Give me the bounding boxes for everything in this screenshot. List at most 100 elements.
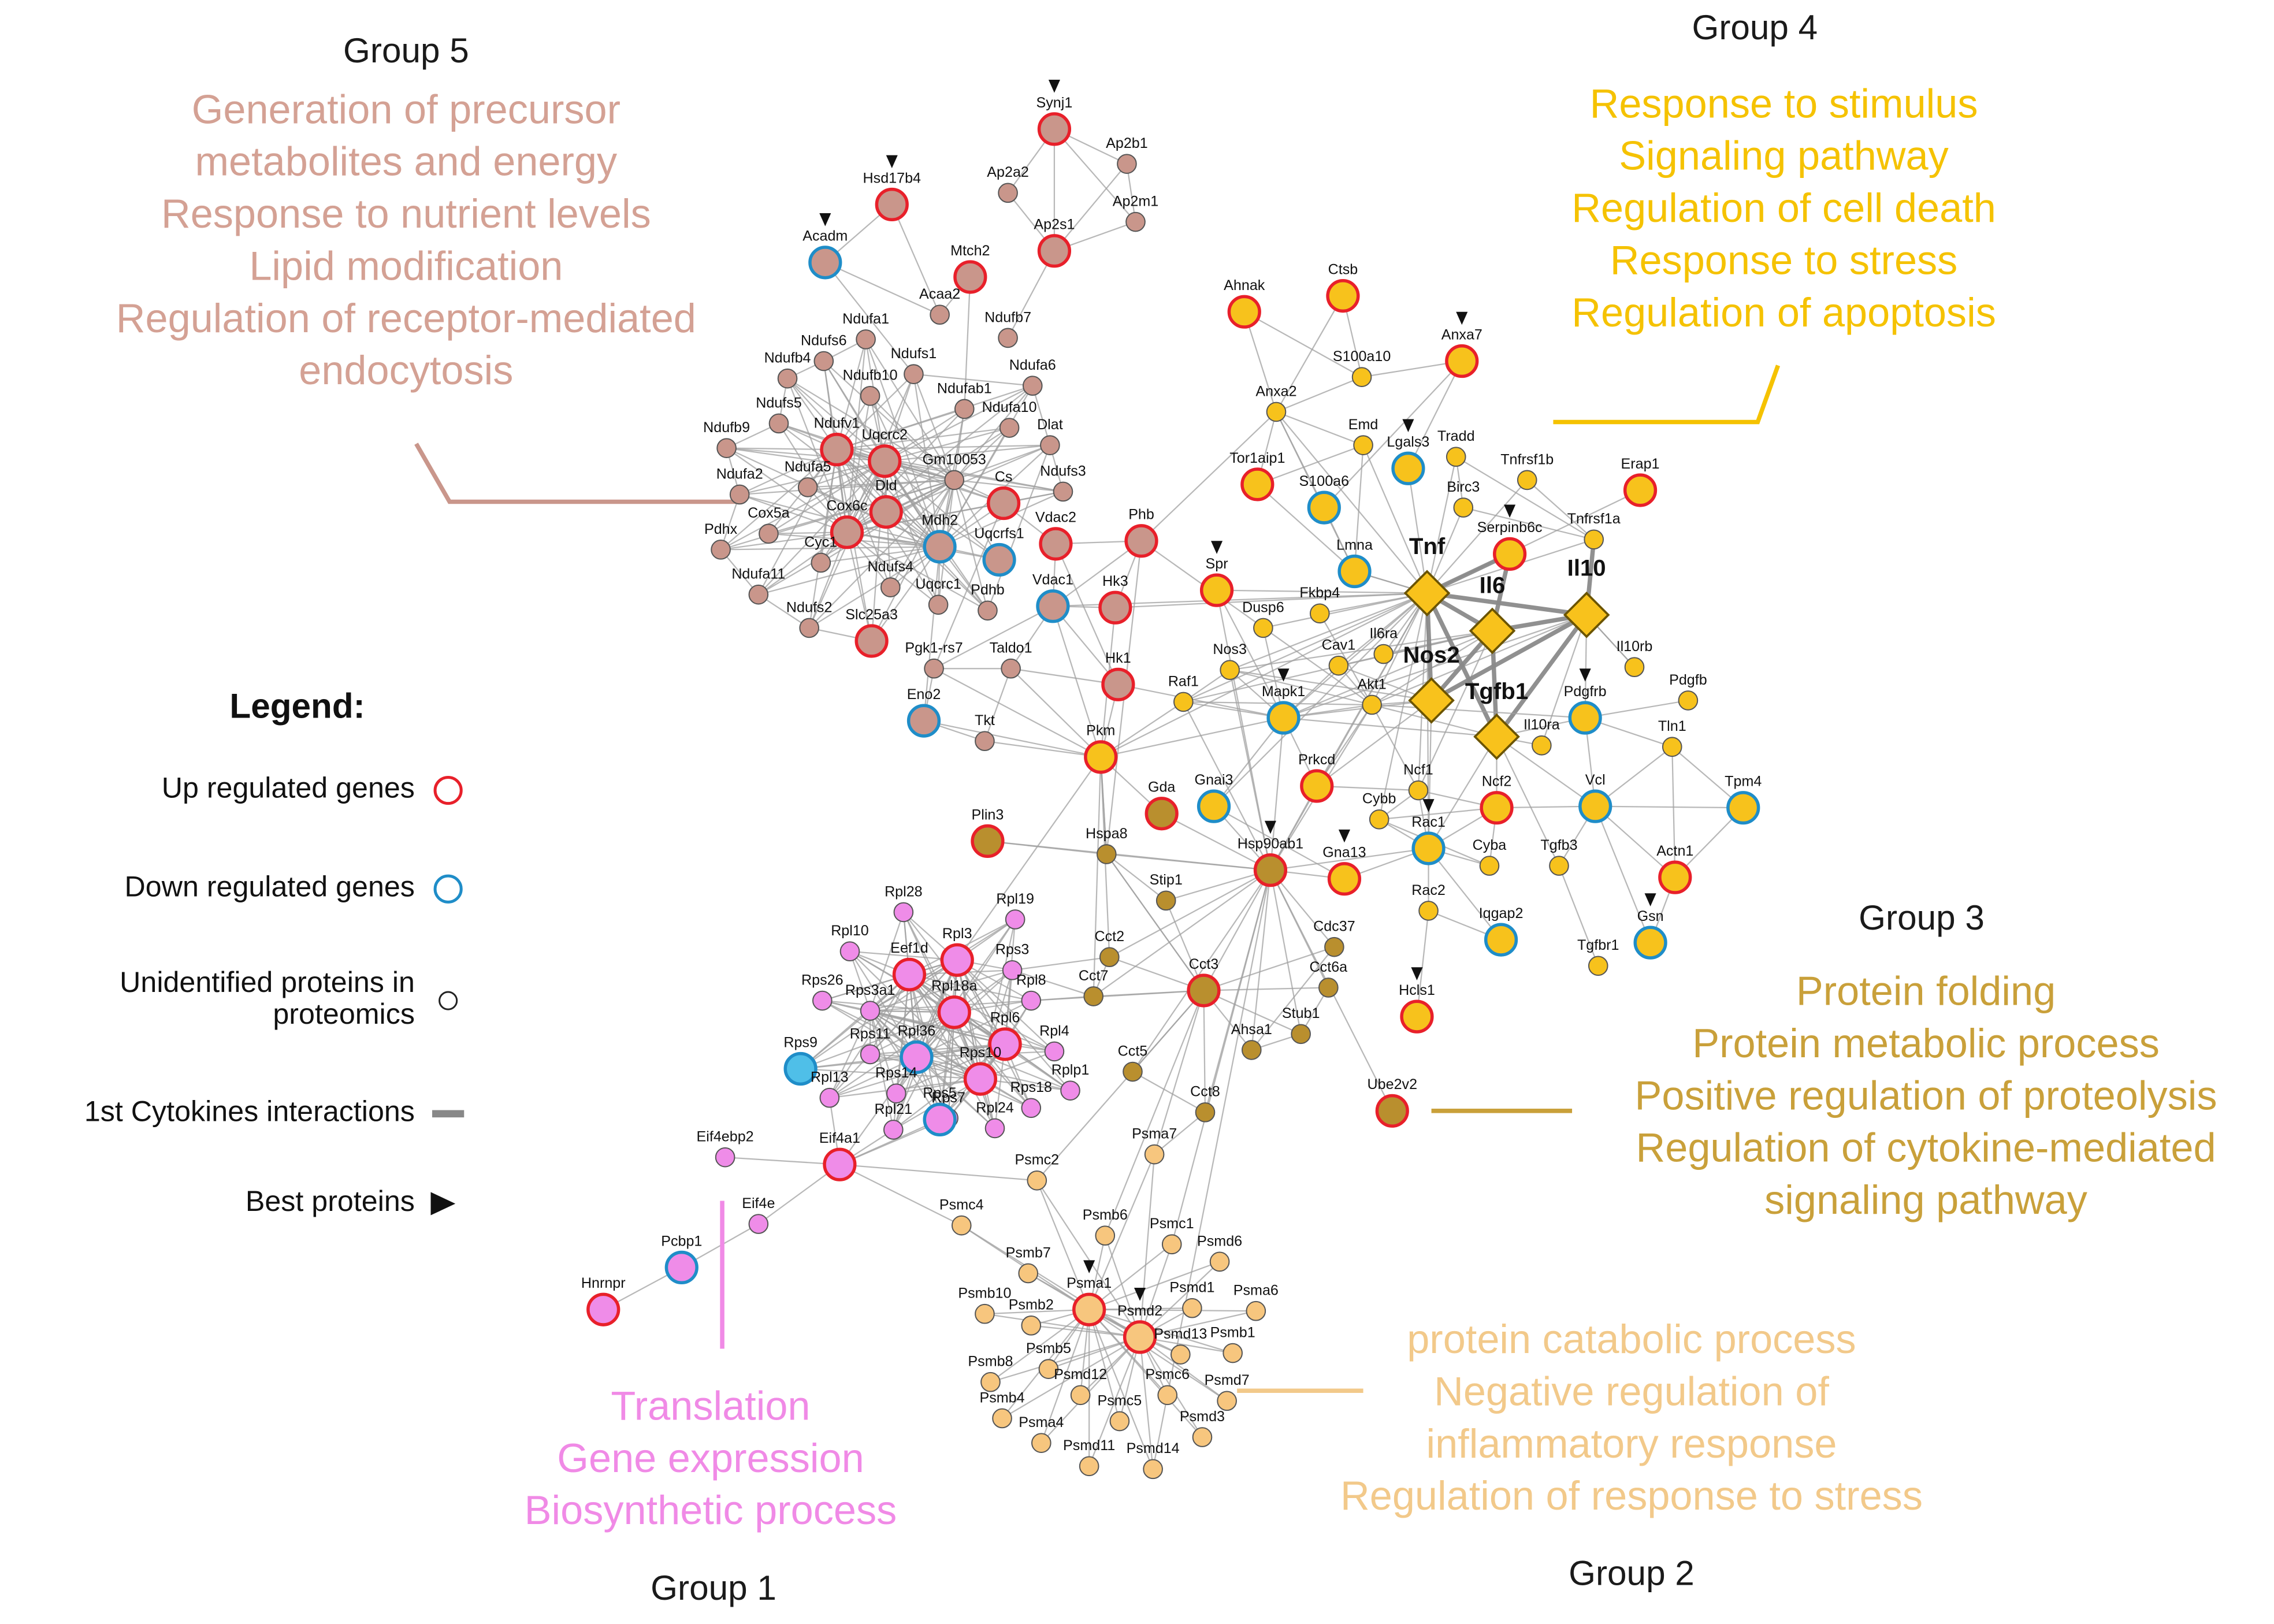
node-cyba: Cyba xyxy=(1473,837,1506,876)
interaction-edge xyxy=(934,668,1101,758)
node-circle xyxy=(1123,1061,1143,1082)
group-3-title: Group 3 xyxy=(1859,899,1985,939)
cytokine-diamond xyxy=(1408,677,1455,724)
interaction-edge xyxy=(820,460,886,563)
node-label: Psmc6 xyxy=(1145,1366,1190,1383)
node-label: Pdhx xyxy=(704,521,738,537)
node-psmc2: Psmc2 xyxy=(1015,1152,1059,1191)
node-circle xyxy=(1037,112,1072,146)
interaction-edge xyxy=(954,444,1050,481)
node-il6: Il6 xyxy=(1469,573,1516,655)
node-ahsa1: Ahsa1 xyxy=(1231,1021,1272,1060)
interaction-edge xyxy=(902,912,1006,1045)
interaction-edge xyxy=(1428,848,1502,941)
interaction-edge xyxy=(1216,590,1272,871)
interaction-edge xyxy=(849,951,871,1011)
group-2-term: Negative regulation of xyxy=(1434,1369,1829,1414)
node-actn1: Actn1 xyxy=(1656,843,1693,894)
interaction-edge xyxy=(1203,990,1302,1035)
node-dusp6: Dusp6 xyxy=(1242,599,1284,638)
node-label: Stub1 xyxy=(1282,1005,1320,1021)
node-label: Pcbp1 xyxy=(661,1233,702,1249)
node-eif4ebp2: Eif4ebp2 xyxy=(697,1129,754,1168)
interaction-edge xyxy=(768,460,885,534)
node-synj1: Synj1 xyxy=(1036,80,1072,146)
interaction-edge xyxy=(1132,1071,1206,1113)
legend-up-regulated: Up regulated genes xyxy=(162,773,415,805)
interaction-edge xyxy=(984,740,1101,758)
node-rpl24: Rpl24 xyxy=(976,1099,1014,1139)
node-stub1: Stub1 xyxy=(1282,1005,1320,1045)
node-ndufb7: Ndufb7 xyxy=(984,309,1031,348)
interaction-edge xyxy=(1093,757,1102,997)
node-tgfb1: Tgfb1 xyxy=(1465,678,1528,760)
node-circle xyxy=(1037,234,1072,268)
node-tln1: Tln1 xyxy=(1658,718,1686,757)
legend-down-regulated: Down regulated genes xyxy=(125,872,415,904)
interaction-edge xyxy=(1104,1235,1141,1337)
node-s100a6: S100a6 xyxy=(1299,473,1349,525)
interaction-edge xyxy=(923,720,1101,758)
node-gna13: Gna13 xyxy=(1322,829,1366,896)
node-label: Hsp90ab1 xyxy=(1238,835,1303,852)
node-pdgfrb: Pdgfrb xyxy=(1564,668,1607,735)
node-circle xyxy=(1266,402,1287,422)
group-4-title: Group 4 xyxy=(1692,9,1818,48)
node-gm10053: Gm10053 xyxy=(923,451,986,490)
interaction-edge xyxy=(953,480,989,611)
best-protein-marker xyxy=(1644,893,1656,906)
node-circle xyxy=(856,329,876,350)
group-3-term: Protein metabolic process xyxy=(1692,1021,2160,1066)
interaction-edge xyxy=(839,1164,1037,1181)
interaction-edge xyxy=(1088,1309,1203,1438)
node-circle xyxy=(978,600,998,621)
interaction-edge xyxy=(1283,592,1428,719)
interaction-edge xyxy=(739,493,848,533)
node-label: Cct8 xyxy=(1190,1084,1220,1100)
node-ndufb10: Ndufb10 xyxy=(843,367,898,406)
node-psmb5: Psmb5 xyxy=(1026,1340,1071,1379)
interaction-edge xyxy=(1283,614,1587,719)
interaction-edge xyxy=(1585,700,1689,719)
interaction-edge xyxy=(916,960,958,1058)
interaction-edge xyxy=(822,1000,917,1058)
node-circle xyxy=(1588,956,1608,976)
node-circle xyxy=(1362,694,1382,715)
node-stip1: Stip1 xyxy=(1150,872,1183,911)
node-label: Ahsa1 xyxy=(1231,1021,1272,1038)
best-protein-marker xyxy=(1579,668,1591,682)
node-circle xyxy=(998,183,1018,203)
node-circle xyxy=(748,1214,769,1234)
node-ube2v2: Ube2v2 xyxy=(1368,1076,1417,1128)
node-tradd: Tradd xyxy=(1437,428,1475,467)
node-label: Hk3 xyxy=(1102,573,1128,589)
cytokine-diamond xyxy=(1469,607,1516,655)
node-circle xyxy=(1083,986,1104,1006)
node-label: Ndufa6 xyxy=(1009,357,1056,373)
best-protein-marker xyxy=(1504,504,1516,518)
node-label: Tgfbr1 xyxy=(1577,937,1619,953)
interaction-edge xyxy=(1361,360,1462,378)
node-circle xyxy=(830,515,864,549)
node-label: Tnfrsf1a xyxy=(1567,511,1621,527)
node-label: Cyc1 xyxy=(804,534,837,550)
node-rpl3: Rpl3 xyxy=(940,926,974,977)
interaction-edge xyxy=(1001,1336,1140,1419)
legend-label: Best proteins xyxy=(245,1186,415,1218)
interaction-edge xyxy=(837,408,965,451)
node-circle xyxy=(1039,527,1073,561)
node-label: Gm10053 xyxy=(923,451,986,467)
node-vdac1: Vdac1 xyxy=(1032,572,1073,623)
interaction-edge xyxy=(923,547,941,721)
node-rps10: Rps10 xyxy=(960,1045,1001,1096)
node-label: Rpl3 xyxy=(942,926,972,942)
node-circle xyxy=(1400,999,1434,1034)
node-circle xyxy=(1300,769,1334,803)
node-circle xyxy=(783,1051,818,1086)
node-label: Rpl28 xyxy=(885,883,923,900)
node-ndufa11: Ndufa11 xyxy=(731,566,785,605)
node-circle xyxy=(1418,901,1439,921)
interaction-edge xyxy=(865,339,941,547)
legend-cytokine-interactions: 1st Cytokines interactions xyxy=(84,1097,415,1128)
node-circle xyxy=(1479,856,1500,876)
